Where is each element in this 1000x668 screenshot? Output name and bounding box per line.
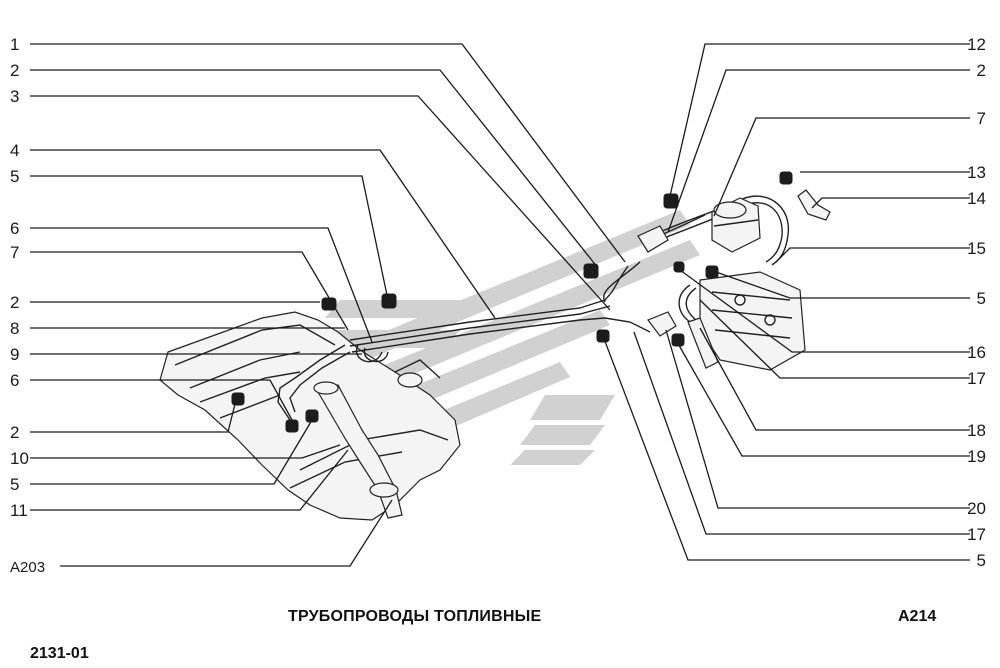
fuel-filter-assembly [637, 189, 831, 371]
callout-right-6: 15 [967, 239, 986, 258]
callout-left-3: 3 [10, 87, 19, 106]
callout-right-11: 19 [967, 447, 986, 466]
callout-left-15: 11 [10, 501, 28, 520]
callouts-left: 1 2 3 4 5 6 7 2 8 9 6 2 10 5 11 A203 [10, 35, 45, 576]
leader-lines-right [602, 43, 970, 561]
callout-left-10: 9 [10, 345, 19, 364]
callout-right-5: 14 [967, 189, 986, 208]
callout-left-6: 6 [10, 219, 19, 238]
callout-right-13: 17 [967, 525, 986, 544]
callout-left-8: 2 [10, 293, 19, 312]
callout-right-8: 16 [967, 343, 986, 362]
callout-left-13: 10 [10, 449, 29, 468]
sheet-code: A214 [898, 608, 937, 625]
callout-left-12: 2 [10, 423, 19, 442]
callout-right-9: 17 [967, 369, 986, 388]
hose-clamps [231, 171, 793, 433]
callout-right-12: 20 [967, 499, 986, 518]
callout-left-9: 8 [10, 319, 19, 338]
callout-left-7: 7 [10, 243, 19, 262]
callout-left-11: 6 [10, 371, 19, 390]
callout-left-5: 5 [10, 167, 19, 186]
callout-right-7: 5 [977, 289, 986, 308]
callout-left-2: 2 [10, 61, 19, 80]
callout-right-10: 18 [967, 421, 986, 440]
callout-right-2: 2 [977, 61, 986, 80]
catalog-code: 2131-01 [30, 645, 89, 662]
fuel-pipes [277, 195, 790, 421]
view-ref-label: A203 [10, 559, 45, 576]
callouts-right: 12 2 7 13 14 15 5 16 17 18 19 20 17 5 [967, 35, 986, 570]
diagram-title: ТРУБОПРОВОДЫ ТОПЛИВНЫЕ [288, 608, 542, 625]
callout-left-1: 1 [10, 35, 19, 54]
callout-left-4: 4 [10, 141, 19, 160]
callout-right-3: 7 [977, 109, 986, 128]
callout-left-14: 5 [10, 475, 19, 494]
callout-right-14: 5 [977, 551, 986, 570]
callout-right-1: 12 [967, 35, 986, 54]
leader-lines-left [30, 43, 626, 567]
callout-right-4: 13 [967, 163, 986, 182]
